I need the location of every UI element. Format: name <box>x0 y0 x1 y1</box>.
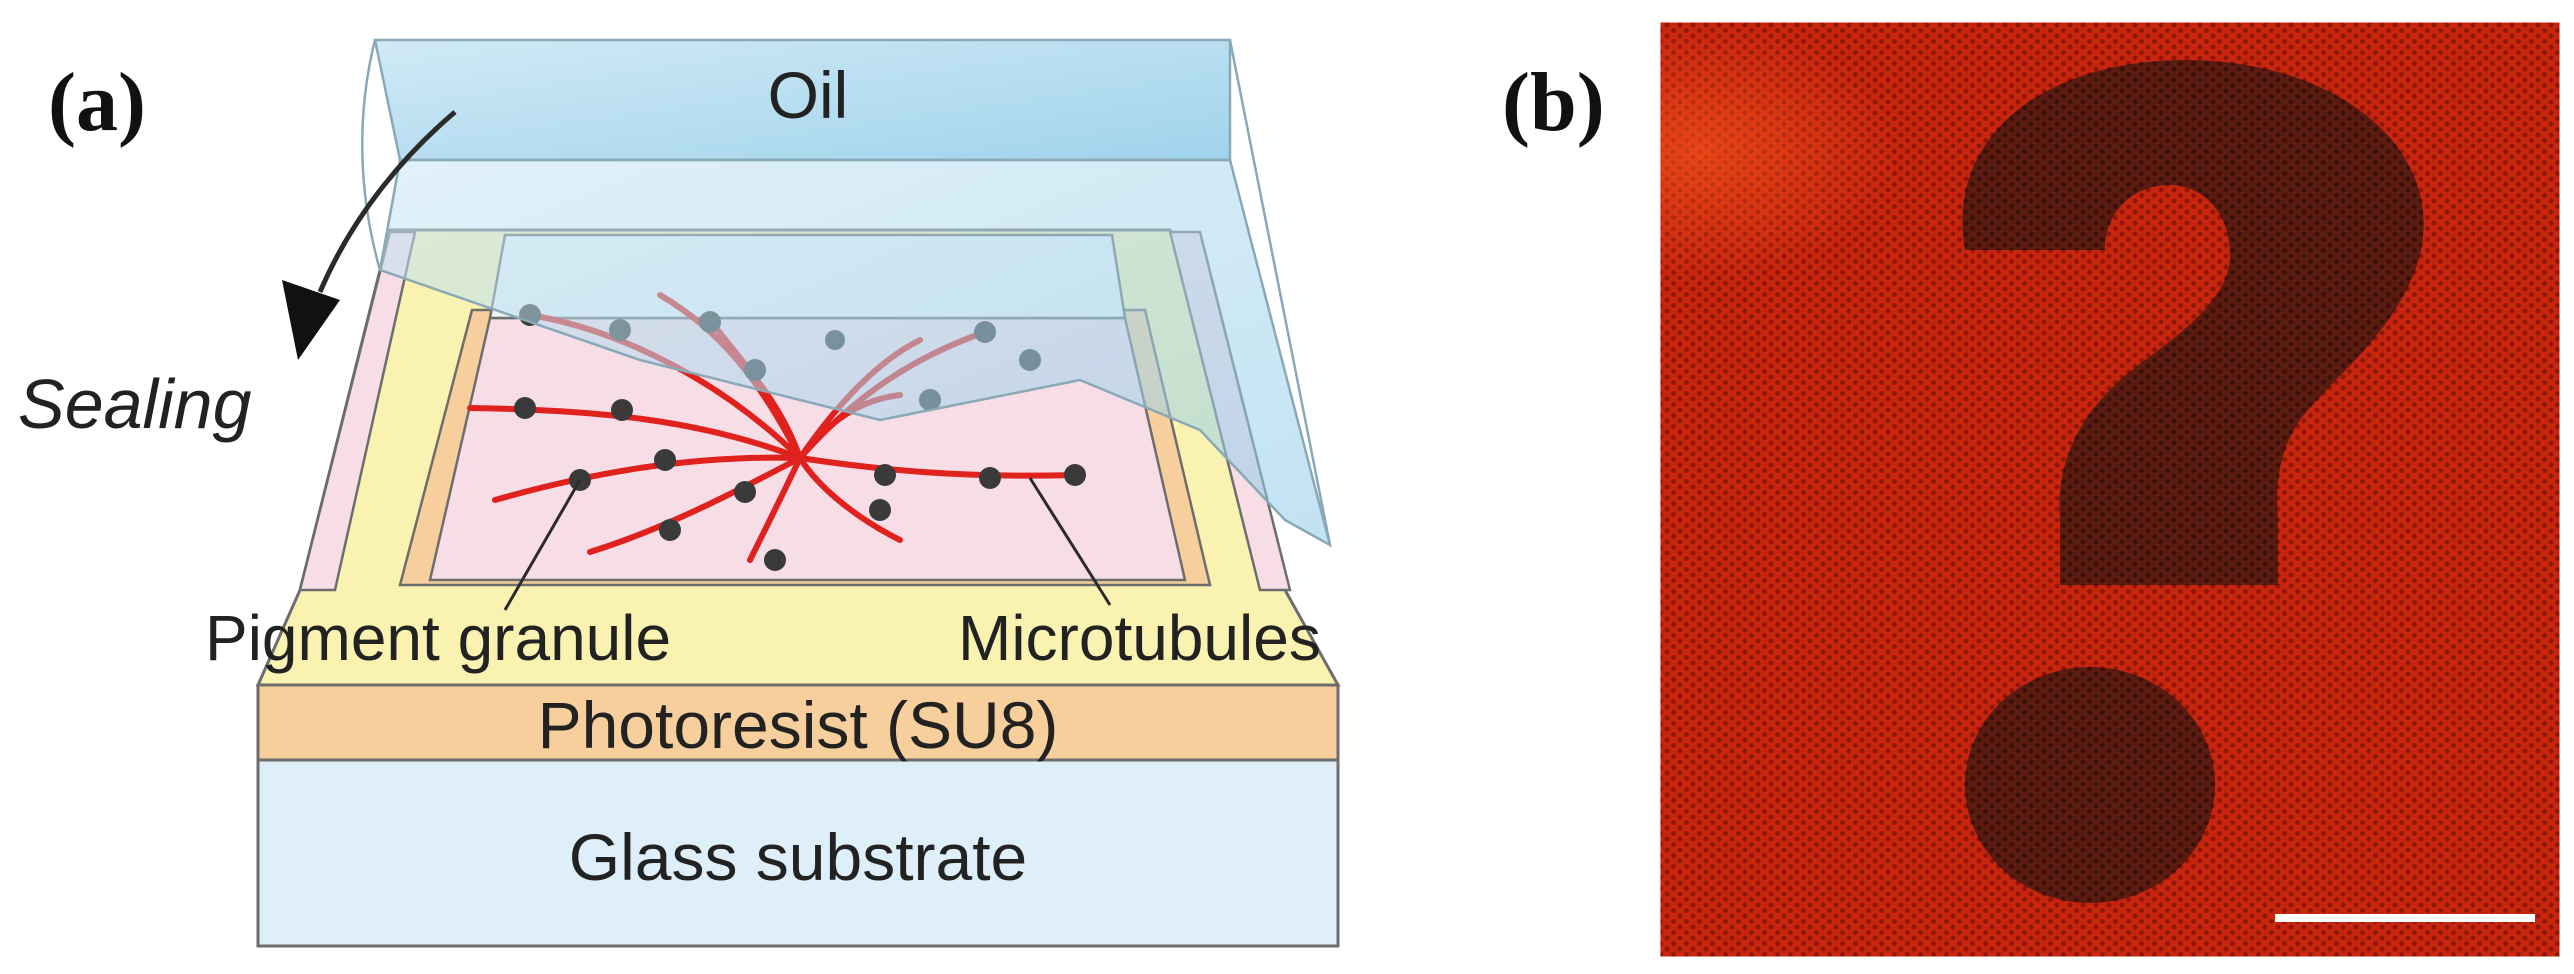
arrow-head-icon <box>282 280 340 360</box>
oil-label: Oil <box>768 58 849 132</box>
panel-b-label: (b) <box>1502 56 1605 149</box>
sealing-arrow <box>317 110 457 293</box>
microtubules-leader-line <box>1028 477 1112 606</box>
microtubule-network <box>467 292 1078 563</box>
pigment-granule-label: Pigment granule <box>205 602 671 674</box>
granule <box>979 467 1001 489</box>
oil-layer: Oil <box>361 38 1332 548</box>
granule <box>514 397 536 419</box>
granule <box>1064 464 1086 486</box>
dot-region <box>1965 667 2215 903</box>
pigment-leader-line <box>503 479 582 611</box>
glass-substrate-layer <box>256 758 1340 948</box>
granule <box>611 399 633 421</box>
glass-substrate-label: Glass substrate <box>569 820 1028 894</box>
microtubule <box>747 455 803 563</box>
sealing-label: Sealing <box>18 365 252 443</box>
microtubule <box>492 454 803 503</box>
granule <box>734 481 756 503</box>
question-mark-region <box>1962 60 2424 585</box>
granule <box>654 449 676 471</box>
panel-a: (a) Glass substrate Photoresist (SU8) <box>18 38 1341 948</box>
granule <box>764 549 786 571</box>
granule <box>869 499 891 521</box>
microtubule <box>797 455 1078 479</box>
panel-a-label: (a) <box>48 56 146 149</box>
microtubule <box>587 455 803 555</box>
micrograph-frame <box>1659 21 2561 958</box>
photoresist-label: Photoresist (SU8) <box>538 688 1059 762</box>
microtubules-label: Microtubules <box>958 602 1321 674</box>
photoresist-layer <box>256 683 1340 762</box>
microtubule <box>797 455 903 543</box>
granule <box>874 464 896 486</box>
panel-b: (b) <box>1502 21 2561 958</box>
granule <box>659 519 681 541</box>
